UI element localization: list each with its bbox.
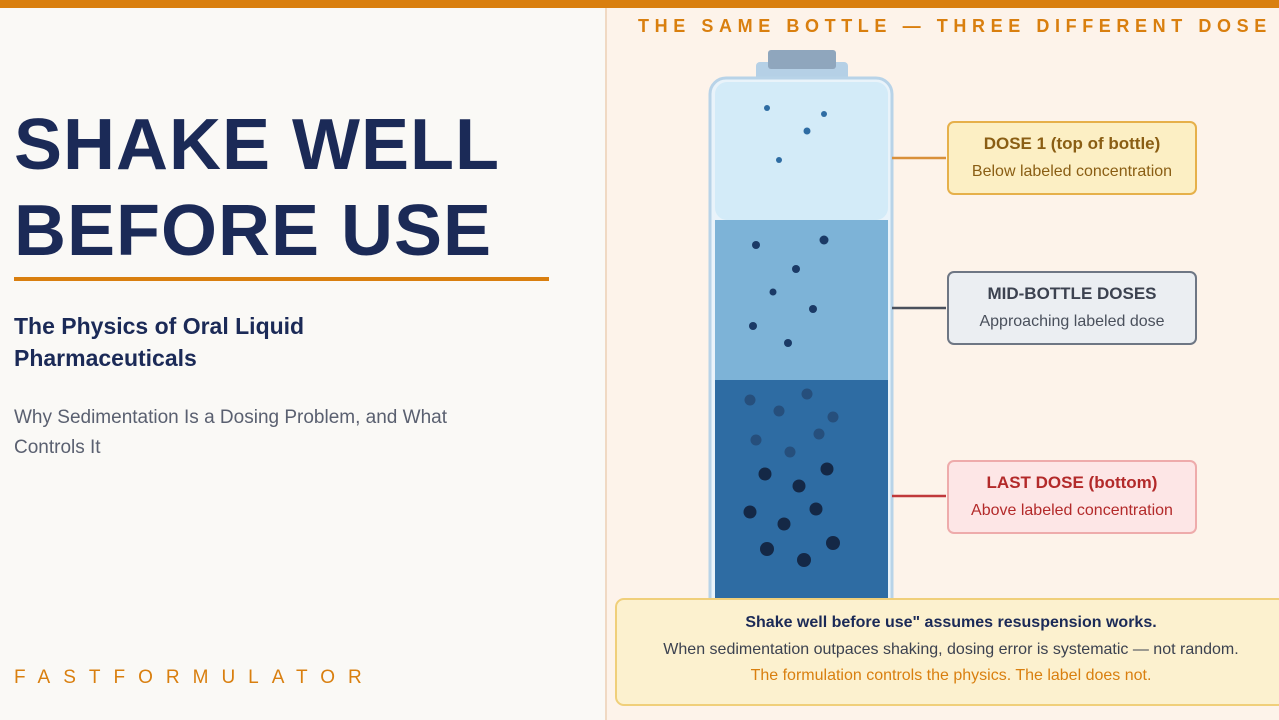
particle [792,265,800,273]
particle [760,542,774,556]
particle [821,111,827,117]
diagram-header: THE SAME BOTTLE — THREE DIFFERENT DOSE [638,16,1272,36]
left-panel: SHAKE WELL BEFORE USE The Physics of Ora… [0,8,605,720]
top-layer [715,82,888,220]
particle [827,411,839,423]
particle [773,405,785,417]
callout-last-dose-title: LAST DOSE (bottom) [986,473,1158,492]
particle [743,505,757,519]
particle [750,434,762,446]
particles [743,105,840,567]
top-accent-bar [0,0,1279,8]
bottle-cap-top [768,50,836,69]
particle [752,241,760,249]
title-divider [14,277,549,281]
page-title-line-1: SHAKE WELL [14,105,500,185]
callout-last-dose-subtitle: Above labeled concentration [971,502,1173,519]
subtitle: The Physics of Oral Liquid Pharmaceutica… [14,313,305,371]
particle [809,502,823,516]
callout-last-dose: LAST DOSE (bottom) Above labeled concent… [947,460,1197,534]
callout-dose-1-subtitle: Below labeled concentration [971,163,1173,180]
particle [784,446,796,458]
mid-layer [715,220,888,380]
particle [776,157,782,163]
brand-logo-text: FASTFORMULATOR [14,667,375,688]
particle [820,462,834,476]
particle [819,235,829,245]
page-title-line-2: BEFORE USE [14,191,493,271]
callout-mid-bottle: MID-BOTTLE DOSES Approaching labeled dos… [947,271,1197,345]
particle [803,127,811,135]
description: Why Sedimentation Is a Dosing Problem, a… [14,407,447,458]
particle [809,305,817,313]
note-line-2: When sedimentation outpaces shaking, dos… [663,641,1239,658]
particle [749,322,757,330]
callout-dose-1-title: DOSE 1 (top of bottle) [983,134,1161,153]
bottle-illustration [708,50,946,690]
particle [826,536,840,550]
particle [797,553,811,567]
particle [769,288,777,296]
particle [784,339,792,347]
note-line-1: Shake well before use" assumes resuspens… [745,614,1157,631]
particle [801,388,813,400]
note-box: Shake well before use" assumes resuspens… [615,598,1279,706]
callout-mid-bottle-title: MID-BOTTLE DOSES [987,284,1157,303]
particle [764,105,770,111]
particle [758,467,772,481]
particle [744,394,756,406]
particle [813,428,825,440]
note-line-3: The formulation controls the physics. Th… [750,667,1152,684]
diagram-panel: THE SAME BOTTLE — THREE DIFFERENT DOSE D… [605,8,1279,720]
particle [777,517,791,531]
particle [792,479,806,493]
callout-dose-1: DOSE 1 (top of bottle) Below labeled con… [947,121,1197,195]
callout-mid-bottle-subtitle: Approaching labeled dose [979,313,1165,330]
